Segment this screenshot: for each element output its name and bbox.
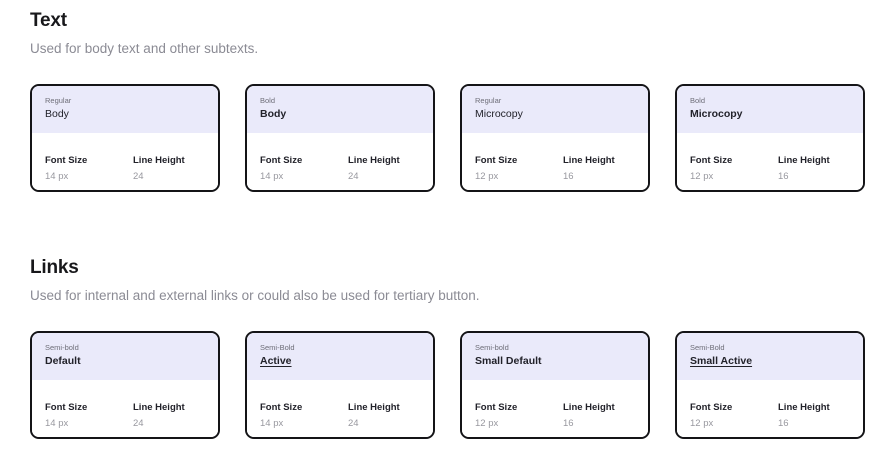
font-size-value: 12 px xyxy=(475,171,499,182)
card-preview: Semi-Bold Small Active xyxy=(677,333,863,380)
type-spec-card[interactable]: Regular Microcopy Font Size 12 px Line H… xyxy=(460,84,650,192)
sample-text: Default xyxy=(45,355,81,367)
type-spec-card[interactable]: Bold Body Font Size 14 px Line Height 24 xyxy=(245,84,435,192)
line-height-label: Line Height xyxy=(133,155,185,166)
sample-text: Body xyxy=(45,108,69,120)
font-size-value: 14 px xyxy=(260,171,284,182)
font-size-column: Font Size 14 px xyxy=(45,401,87,430)
type-spec-card[interactable]: Regular Body Font Size 14 px Line Height… xyxy=(30,84,220,192)
card-row-links: Semi-bold Default Font Size 14 px Line H… xyxy=(30,331,865,439)
font-size-column: Font Size 14 px xyxy=(260,154,302,183)
font-size-label: Font Size xyxy=(45,155,88,166)
sample-text: Body xyxy=(260,108,287,120)
card-meta: Font Size 14 px Line Height 24 xyxy=(247,380,433,437)
card-meta: Font Size 14 px Line Height 24 xyxy=(247,133,433,190)
weight-label: Bold xyxy=(260,96,276,105)
section-description-links: Used for internal and external links or … xyxy=(30,288,480,303)
font-size-value: 14 px xyxy=(45,171,69,182)
line-height-value: 24 xyxy=(133,418,144,429)
line-height-value: 16 xyxy=(563,171,574,182)
card-row-text: Regular Body Font Size 14 px Line Height… xyxy=(30,84,865,192)
type-spec-card[interactable]: Bold Microcopy Font Size 12 px Line Heig… xyxy=(675,84,865,192)
card-preview: Regular Microcopy xyxy=(462,86,648,133)
line-height-label: Line Height xyxy=(348,155,400,166)
font-size-value: 12 px xyxy=(690,418,714,429)
font-size-column: Font Size 12 px xyxy=(475,401,517,430)
type-spec-card[interactable]: Semi-bold Default Font Size 14 px Line H… xyxy=(30,331,220,439)
line-height-value: 24 xyxy=(348,171,359,182)
card-preview: Bold Body xyxy=(247,86,433,133)
card-preview: Bold Microcopy xyxy=(677,86,863,133)
card-preview: Semi-Bold Active xyxy=(247,333,433,380)
font-size-label: Font Size xyxy=(475,402,518,413)
font-size-column: Font Size 14 px xyxy=(260,401,302,430)
font-size-column: Font Size 12 px xyxy=(475,154,517,183)
sample-text: Microcopy xyxy=(690,108,743,120)
font-size-label: Font Size xyxy=(260,155,303,166)
line-height-value: 16 xyxy=(563,418,574,429)
line-height-value: 24 xyxy=(348,418,359,429)
line-height-column: Line Height 24 xyxy=(348,154,400,183)
font-size-column: Font Size 12 px xyxy=(690,401,732,430)
page-title-text: Text xyxy=(30,10,67,31)
page-title-links: Links xyxy=(30,257,79,278)
weight-label: Semi-Bold xyxy=(260,343,295,352)
line-height-value: 24 xyxy=(133,171,144,182)
font-size-value: 12 px xyxy=(690,171,714,182)
type-spec-card[interactable]: Semi-Bold Active Font Size 14 px Line He… xyxy=(245,331,435,439)
weight-label: Regular xyxy=(45,96,72,105)
font-size-label: Font Size xyxy=(690,402,733,413)
line-height-label: Line Height xyxy=(563,402,615,413)
sample-text: Microcopy xyxy=(475,108,523,120)
section-description-text: Used for body text and other subtexts. xyxy=(30,41,259,56)
weight-label: Regular xyxy=(475,96,502,105)
card-preview: Semi-bold Small Default xyxy=(462,333,648,380)
font-size-label: Font Size xyxy=(45,402,88,413)
font-size-value: 12 px xyxy=(475,418,499,429)
card-meta: Font Size 14 px Line Height 24 xyxy=(32,133,218,190)
line-height-column: Line Height 24 xyxy=(348,401,400,430)
sample-text-link[interactable]: Active xyxy=(260,355,292,367)
weight-label: Semi-bold xyxy=(45,343,79,352)
line-height-column: Line Height 16 xyxy=(563,401,615,430)
card-preview: Semi-bold Default xyxy=(32,333,218,380)
type-spec-card[interactable]: Semi-Bold Small Active Font Size 12 px L… xyxy=(675,331,865,439)
card-meta: Font Size 12 px Line Height 16 xyxy=(677,133,863,190)
card-meta: Font Size 12 px Line Height 16 xyxy=(462,380,648,437)
card-meta: Font Size 12 px Line Height 16 xyxy=(462,133,648,190)
weight-label: Semi-Bold xyxy=(690,343,725,352)
sample-text-link[interactable]: Small Active xyxy=(690,355,753,367)
card-meta: Font Size 12 px Line Height 16 xyxy=(677,380,863,437)
font-size-label: Font Size xyxy=(690,155,733,166)
font-size-column: Font Size 14 px xyxy=(45,154,87,183)
sample-text: Small Default xyxy=(475,355,542,367)
line-height-label: Line Height xyxy=(778,402,830,413)
line-height-label: Line Height xyxy=(563,155,615,166)
line-height-value: 16 xyxy=(778,418,789,429)
line-height-column: Line Height 16 xyxy=(563,154,615,183)
line-height-column: Line Height 16 xyxy=(778,401,830,430)
line-height-value: 16 xyxy=(778,171,789,182)
line-height-column: Line Height 16 xyxy=(778,154,830,183)
font-size-label: Font Size xyxy=(260,402,303,413)
weight-label: Bold xyxy=(690,96,706,105)
line-height-label: Line Height xyxy=(133,402,185,413)
card-preview: Regular Body xyxy=(32,86,218,133)
font-size-value: 14 px xyxy=(260,418,284,429)
type-spec-card[interactable]: Semi-bold Small Default Font Size 12 px … xyxy=(460,331,650,439)
font-size-label: Font Size xyxy=(475,155,518,166)
line-height-column: Line Height 24 xyxy=(133,154,185,183)
line-height-column: Line Height 24 xyxy=(133,401,185,430)
card-meta: Font Size 14 px Line Height 24 xyxy=(32,380,218,437)
line-height-label: Line Height xyxy=(348,402,400,413)
weight-label: Semi-bold xyxy=(475,343,509,352)
line-height-label: Line Height xyxy=(778,155,830,166)
font-size-column: Font Size 12 px xyxy=(690,154,732,183)
font-size-value: 14 px xyxy=(45,418,69,429)
